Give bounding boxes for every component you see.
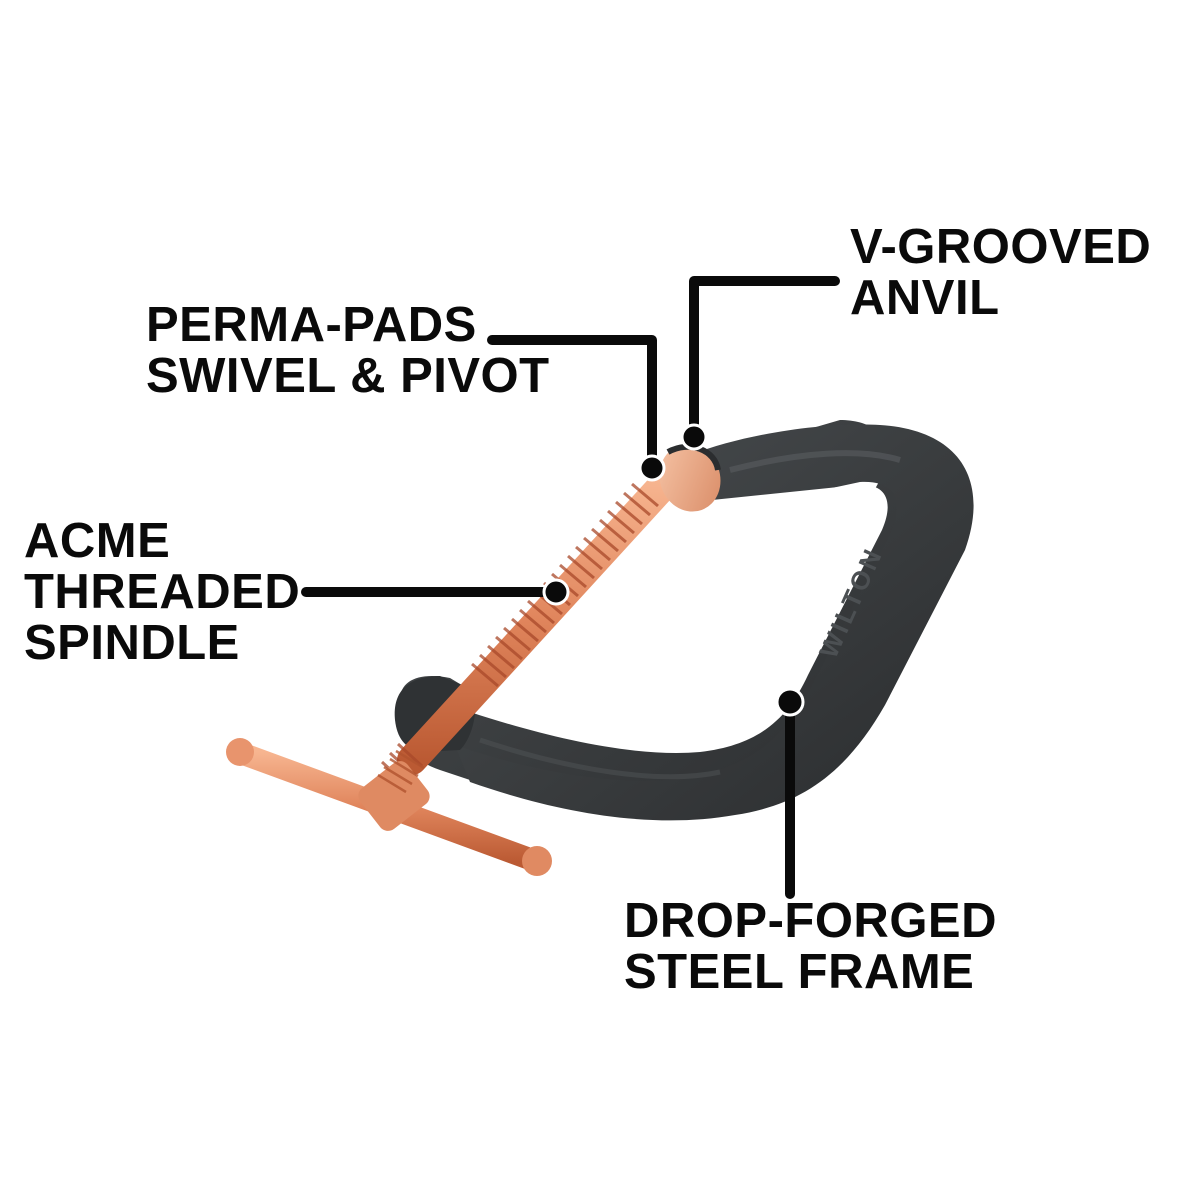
callout-line: PERMA-PADS	[146, 298, 477, 352]
callout-line: ANVIL	[850, 271, 1000, 325]
dot-frame-icon	[775, 687, 805, 717]
t-handle	[226, 738, 552, 876]
leader-pads	[487, 335, 657, 473]
dot-pads-icon	[638, 454, 666, 482]
threaded-spindle	[380, 465, 683, 786]
callout-acme-spindle: ACME THREADED SPINDLE	[24, 516, 300, 669]
callout-line: V-GROOVED	[850, 220, 1152, 274]
dot-anvil-icon	[680, 423, 708, 451]
leader-lines	[301, 276, 840, 899]
callout-line: STEEL FRAME	[624, 945, 975, 999]
callout-line: THREADED	[24, 565, 301, 619]
callout-line: ACME	[24, 514, 171, 568]
callout-perma-pads: PERMA-PADS SWIVEL & PIVOT	[146, 300, 550, 402]
perma-pad	[659, 443, 721, 512]
callout-v-grooved-anvil: V-GROOVED ANVIL	[850, 222, 1151, 324]
leader-anvil	[689, 276, 840, 442]
callout-line: DROP-FORGED	[624, 894, 997, 948]
leader-dots	[542, 423, 805, 717]
callout-line: SPINDLE	[24, 616, 240, 670]
dot-spindle-icon	[542, 578, 570, 606]
callout-line: SWIVEL & PIVOT	[146, 349, 550, 403]
callout-steel-frame: DROP-FORGED STEEL FRAME	[624, 896, 997, 998]
